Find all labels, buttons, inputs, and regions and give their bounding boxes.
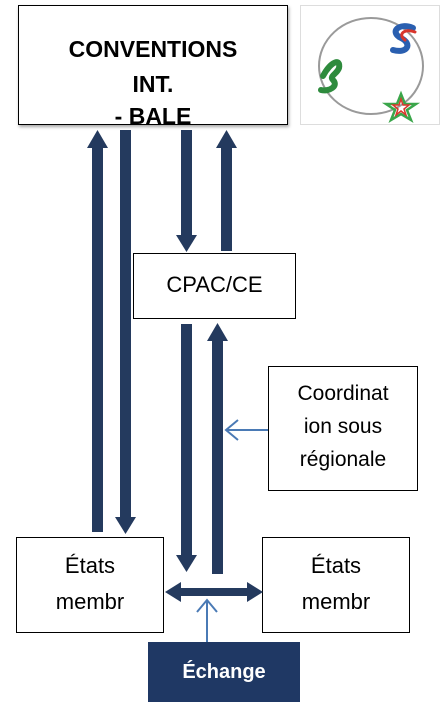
arrow-down-from-cpac (176, 324, 197, 572)
arrow-down-to-cpac (176, 130, 197, 252)
member-states-right-box: États membr (262, 537, 410, 633)
arrow-up-to-cpac (207, 323, 228, 574)
member-states-left-line-2: membr (55, 589, 125, 614)
exchange-box: Échange (148, 642, 300, 702)
cpac-ce-label: CPAC/CE (166, 272, 263, 297)
arrow-down-left-inner (115, 130, 136, 534)
member-states-right-line-2: membr (301, 589, 371, 614)
member-states-right-line-1: États (310, 553, 362, 578)
conventions-bale: - BALE (114, 103, 192, 125)
conventions-title: CONVENTIONS (68, 36, 238, 62)
cpac-ce-box: CPAC/CE (133, 253, 296, 319)
coordination-box: Coordinat ion sous régionale (268, 366, 418, 491)
arrow-from-exchange (196, 598, 218, 642)
logo-panel (300, 5, 440, 125)
arrow-from-coordination (224, 419, 268, 441)
coordination-line-3: régionale (299, 448, 387, 471)
coordination-line-2: ion sous (303, 415, 383, 438)
member-states-left-line-1: États (64, 553, 116, 578)
arrow-horizontal-exchange (165, 582, 263, 602)
conventions-box: CONVENTIONS INT. - BALE (18, 5, 288, 125)
coordination-line-1: Coordinat (297, 382, 389, 405)
conventions-subtitle: INT. (132, 71, 174, 97)
arrow-up-left-outer (87, 130, 108, 532)
basel-stockholm-rotterdam-logo-icon (318, 17, 424, 123)
arrow-up-from-cpac (216, 130, 237, 251)
member-states-left-box: États membr (16, 537, 164, 633)
exchange-label: Échange (182, 661, 266, 683)
